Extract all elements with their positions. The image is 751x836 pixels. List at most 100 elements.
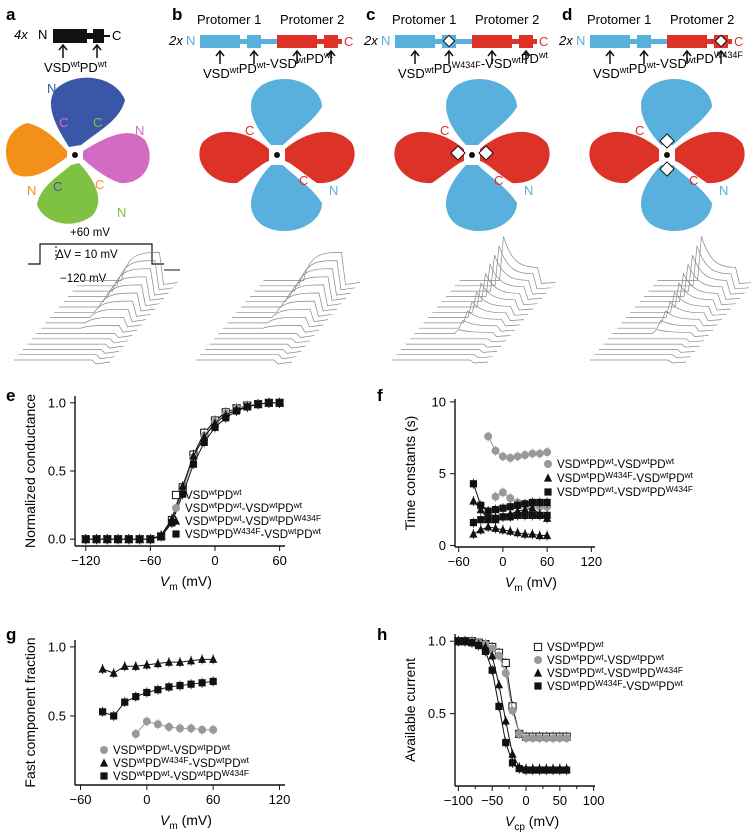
protocol-step-label: ΔV = 10 mV — [56, 249, 118, 261]
y-tick-label: 0.5 — [428, 706, 446, 721]
domain-arrow-icon — [682, 49, 692, 64]
legend-entry-text: VSDwtPDwt-VSDwtPDwt — [113, 742, 231, 757]
data-point — [543, 473, 553, 482]
channel-cartoon-d: CCN — [589, 78, 745, 232]
current-trace — [428, 300, 525, 321]
data-point — [99, 708, 107, 716]
domain-arrow-icon — [215, 49, 225, 64]
c-terminus-label: C — [539, 34, 548, 49]
current-trace — [401, 349, 498, 353]
data-point — [499, 504, 507, 512]
current-trace — [419, 319, 516, 332]
pd-domain-block — [93, 29, 104, 43]
data-point — [535, 766, 544, 774]
data-point — [514, 511, 522, 519]
domain-arrow-icon — [521, 49, 531, 64]
current-trace — [657, 236, 751, 284]
data-point — [153, 658, 162, 668]
c-terminus-label: C — [344, 34, 353, 49]
legend-entry-text: VSDwtPDwt-VSDwtPDwt — [557, 456, 675, 471]
data-point — [254, 400, 262, 408]
data-point — [513, 528, 522, 537]
construct-label: VSDwtPDW434F-VSDwtPDwt — [398, 50, 548, 81]
current-trace — [50, 308, 147, 322]
x-axis-label: Vm (mV) — [505, 574, 557, 594]
data-point — [175, 657, 185, 666]
data-point — [528, 449, 537, 458]
protomer1-vsd-block — [590, 35, 630, 48]
protomer1-linker — [240, 39, 247, 44]
protomer1-header: Protomer 1 — [197, 12, 261, 27]
data-point — [543, 511, 551, 519]
protomer1-vsd-block — [200, 35, 240, 48]
data-point — [469, 518, 478, 527]
data-point — [501, 669, 510, 678]
protomer1-header: Protomer 1 — [392, 12, 456, 27]
vsd-arrow-icon — [58, 43, 68, 58]
data-point — [265, 399, 273, 407]
data-point — [154, 686, 162, 694]
protomer1-pd-block — [247, 35, 261, 48]
data-point — [521, 500, 529, 508]
legend-entry-text: VSDwtPDwt — [547, 639, 604, 654]
current-trace — [77, 260, 174, 291]
x-tick-label: 100 — [583, 793, 605, 808]
y-axis-label: Normalized conductance — [22, 394, 38, 548]
legend-entry-text: VSDwtPDwt-VSDwtPDW434F — [113, 768, 249, 783]
data-point — [476, 525, 485, 534]
current-trace-stack-a — [14, 252, 178, 365]
data-point — [136, 535, 144, 543]
x-tick-label: −60 — [448, 554, 470, 569]
data-point — [171, 490, 181, 500]
current-trace — [63, 284, 160, 307]
mutation-diamond-icon — [478, 145, 494, 161]
current-trace — [630, 291, 727, 316]
svg-text:C: C — [494, 173, 503, 188]
current-trace — [32, 338, 129, 344]
protomer2-subunit-left — [589, 131, 659, 184]
data-point — [501, 716, 510, 725]
data-point — [232, 407, 241, 415]
n-terminus-label: N — [186, 33, 195, 48]
data-point — [542, 766, 550, 774]
series — [469, 521, 552, 541]
current-trace — [259, 260, 356, 291]
domain-arrow-icon — [639, 49, 649, 64]
current-trace — [14, 359, 111, 365]
construct-multiplier: 2x — [168, 33, 183, 48]
domain-arrow-icon — [605, 49, 615, 64]
data-point — [176, 724, 184, 733]
current-trace — [263, 252, 360, 285]
domain-arrow-icon — [487, 49, 497, 64]
data-point — [536, 511, 544, 519]
data-point — [508, 759, 517, 767]
svg-text:N: N — [135, 123, 144, 138]
data-point — [515, 765, 523, 773]
current-trace — [392, 359, 489, 364]
data-point — [498, 525, 507, 534]
mutation-diamond-icon — [450, 145, 466, 161]
data-point — [495, 702, 503, 710]
data-point — [528, 503, 537, 512]
domain-arrow-icon — [444, 49, 454, 64]
current-trace-stack-d — [590, 236, 751, 364]
subunit-orange — [5, 123, 67, 177]
protomer1-linker — [435, 39, 442, 44]
data-point — [494, 651, 503, 660]
data-point — [543, 530, 552, 540]
data-point — [506, 513, 514, 521]
current-trace — [437, 281, 534, 311]
legend-entry-text: VSDwtPDwt-VSDwtPDW434F — [557, 484, 693, 499]
data-point — [562, 766, 571, 774]
data-point — [243, 403, 251, 411]
data-point — [502, 738, 510, 747]
current-trace — [232, 308, 329, 322]
current-trace — [432, 291, 529, 316]
data-point — [168, 519, 176, 527]
series — [82, 397, 284, 545]
data-point — [120, 661, 129, 670]
protomer2-vsd-block — [472, 35, 512, 48]
